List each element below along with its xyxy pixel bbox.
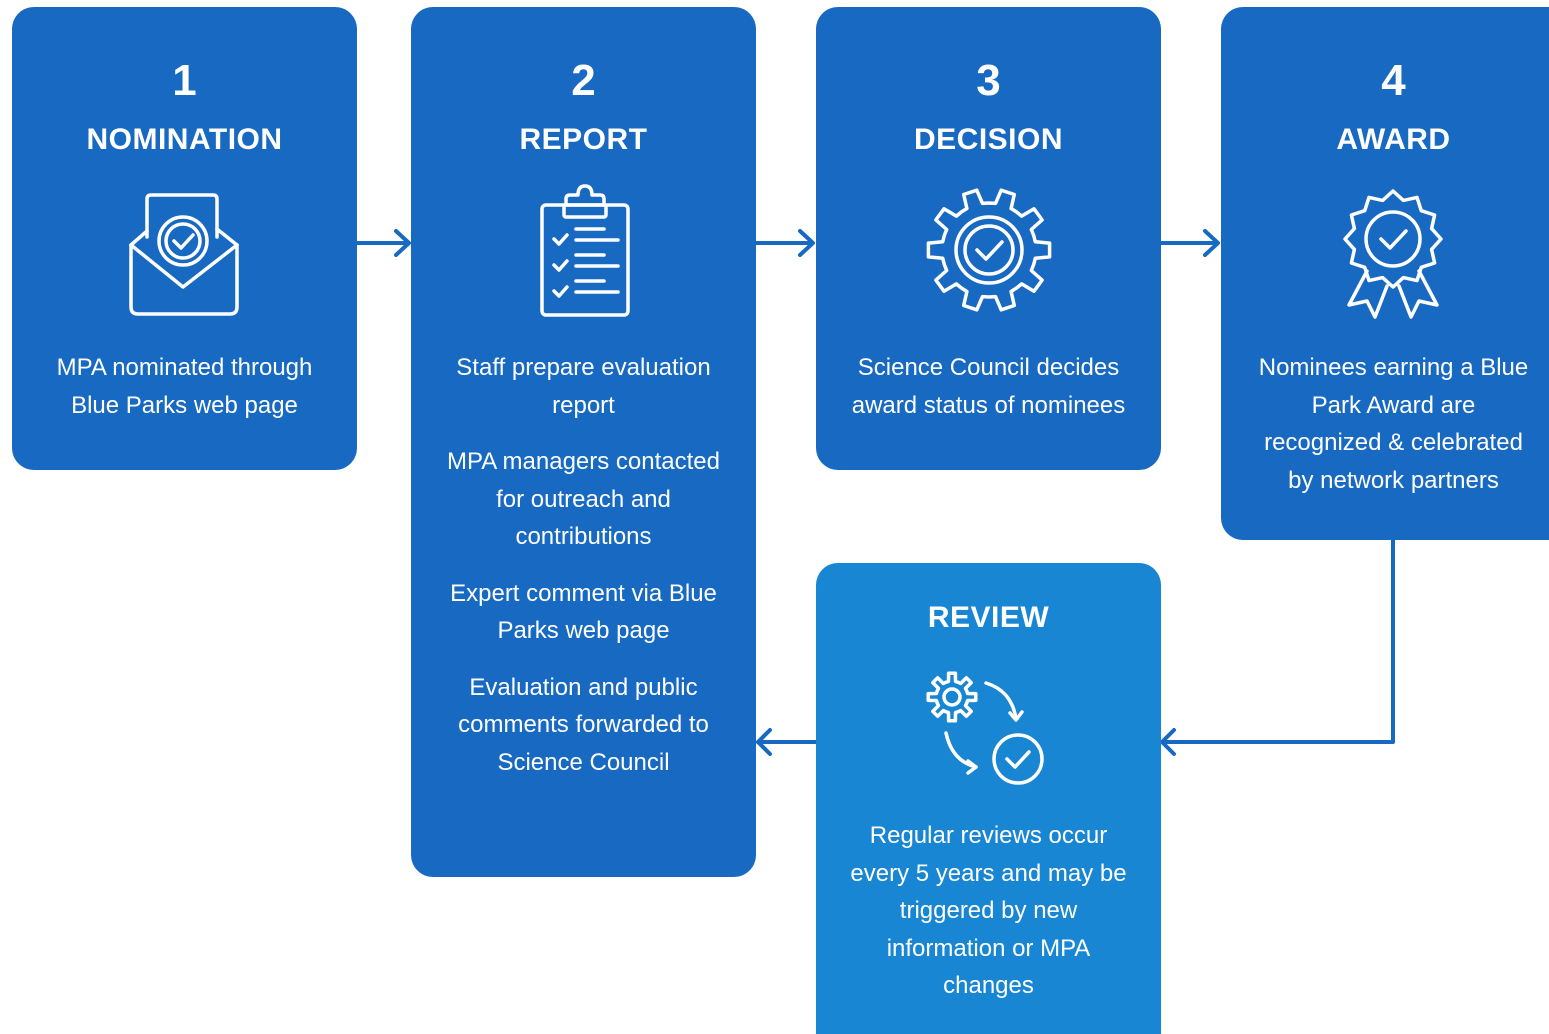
desc-line: MPA managers contacted xyxy=(446,448,721,475)
step-number: 1 xyxy=(172,56,197,105)
desc-line: Evaluation and public xyxy=(469,673,698,701)
desc-line: information or MPA xyxy=(886,934,1091,962)
desc-line: triggered by new xyxy=(899,897,1078,924)
desc-line: award status of nominees xyxy=(851,391,1126,419)
desc-line: every 5 years and may be xyxy=(850,859,1127,887)
review-description: Regular reviews occur every 5 years and … xyxy=(830,817,1147,1005)
desc-line: Regular reviews occur xyxy=(869,822,1108,849)
step-title: REPORT xyxy=(519,123,648,156)
desc-line: recognized & celebrated xyxy=(1264,429,1523,456)
review-title: REVIEW xyxy=(927,601,1050,634)
clipboard-checklist-icon xyxy=(539,184,630,317)
step-description: MPA nominated through Blue Parks web pag… xyxy=(26,349,343,424)
arrow-3-to-4 xyxy=(1159,229,1220,257)
desc-line: changes xyxy=(943,972,1034,999)
step-card-award: 4 AWARD Nominees earning a Blue Park Awa… xyxy=(1221,7,1549,540)
desc-line: Nominees earning a Blue xyxy=(1258,354,1529,381)
step-number: 4 xyxy=(1381,56,1406,105)
arrow-2-to-3 xyxy=(754,229,815,257)
desc-line: Park Award are xyxy=(1311,391,1476,419)
step-number: 3 xyxy=(976,56,1001,105)
step-card-nomination: 1 NOMINATION MPA nominated through Blue … xyxy=(12,7,357,470)
desc-line: Parks web page xyxy=(497,617,670,644)
desc-line: contributions xyxy=(515,523,652,550)
desc-line: Science Council decides xyxy=(857,354,1120,381)
step-title: NOMINATION xyxy=(86,123,283,156)
desc-line: Expert comment via Blue xyxy=(450,579,717,607)
step-card-report: 2 REPORT Staff prepare evaluation report… xyxy=(411,7,756,877)
desc-line: Science Council xyxy=(497,748,670,776)
desc-paragraph: Expert comment via Blue Parks web page xyxy=(425,575,742,650)
step-card-decision: 3 DECISION Science Council decides award… xyxy=(816,7,1161,470)
desc-paragraph: MPA managers contacted for outreach and … xyxy=(425,443,742,556)
desc-line: Staff prepare evaluation xyxy=(456,354,711,381)
desc-line: MPA nominated through xyxy=(56,354,313,381)
step-title: DECISION xyxy=(913,123,1064,156)
desc-line: by network partners xyxy=(1288,466,1499,494)
arrow-1-to-2 xyxy=(355,229,411,257)
arrow-review-to-2 xyxy=(756,728,818,756)
step-title: AWARD xyxy=(1336,123,1451,156)
envelope-check-icon xyxy=(128,193,239,316)
step-description: Nominees earning a Blue Park Award are r… xyxy=(1235,349,1549,499)
gear-check-icon xyxy=(926,188,1051,312)
step-number: 2 xyxy=(571,56,596,105)
arrow-4-to-review xyxy=(1160,538,1395,756)
step-description: Science Council decides award status of … xyxy=(830,349,1147,424)
desc-line: comments forwarded to xyxy=(458,711,709,738)
desc-line: for outreach and xyxy=(496,485,671,513)
review-card: REVIEW Regular reviews occur every 5 yea… xyxy=(816,563,1161,1034)
award-ribbon-icon xyxy=(1343,189,1443,319)
step-description: Staff prepare evaluation report MPA mana… xyxy=(425,349,742,800)
desc-paragraph: Staff prepare evaluation report xyxy=(425,349,742,424)
desc-line: Blue Parks web page xyxy=(71,391,298,419)
desc-line: report xyxy=(552,391,615,419)
desc-paragraph: Evaluation and public comments forwarded… xyxy=(425,669,742,782)
gear-cycle-check-icon xyxy=(925,671,1044,785)
